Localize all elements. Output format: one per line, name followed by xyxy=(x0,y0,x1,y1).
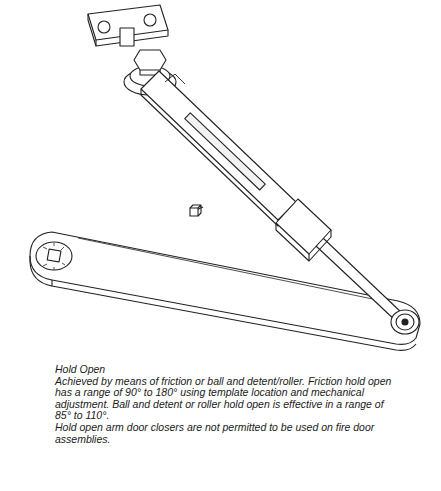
set-screw xyxy=(190,205,203,216)
upper-arm xyxy=(141,71,403,322)
roller-joint xyxy=(391,310,419,334)
heading: Hold Open xyxy=(55,364,393,376)
mounting-bracket xyxy=(88,5,168,46)
note-text: Hold open arm door closers are not permi… xyxy=(55,422,393,445)
text-block: Hold OpenAchieved by means of friction o… xyxy=(55,364,393,445)
caption-text: Achieved by means of friction or ball an… xyxy=(55,376,393,422)
lower-arm xyxy=(30,232,420,350)
